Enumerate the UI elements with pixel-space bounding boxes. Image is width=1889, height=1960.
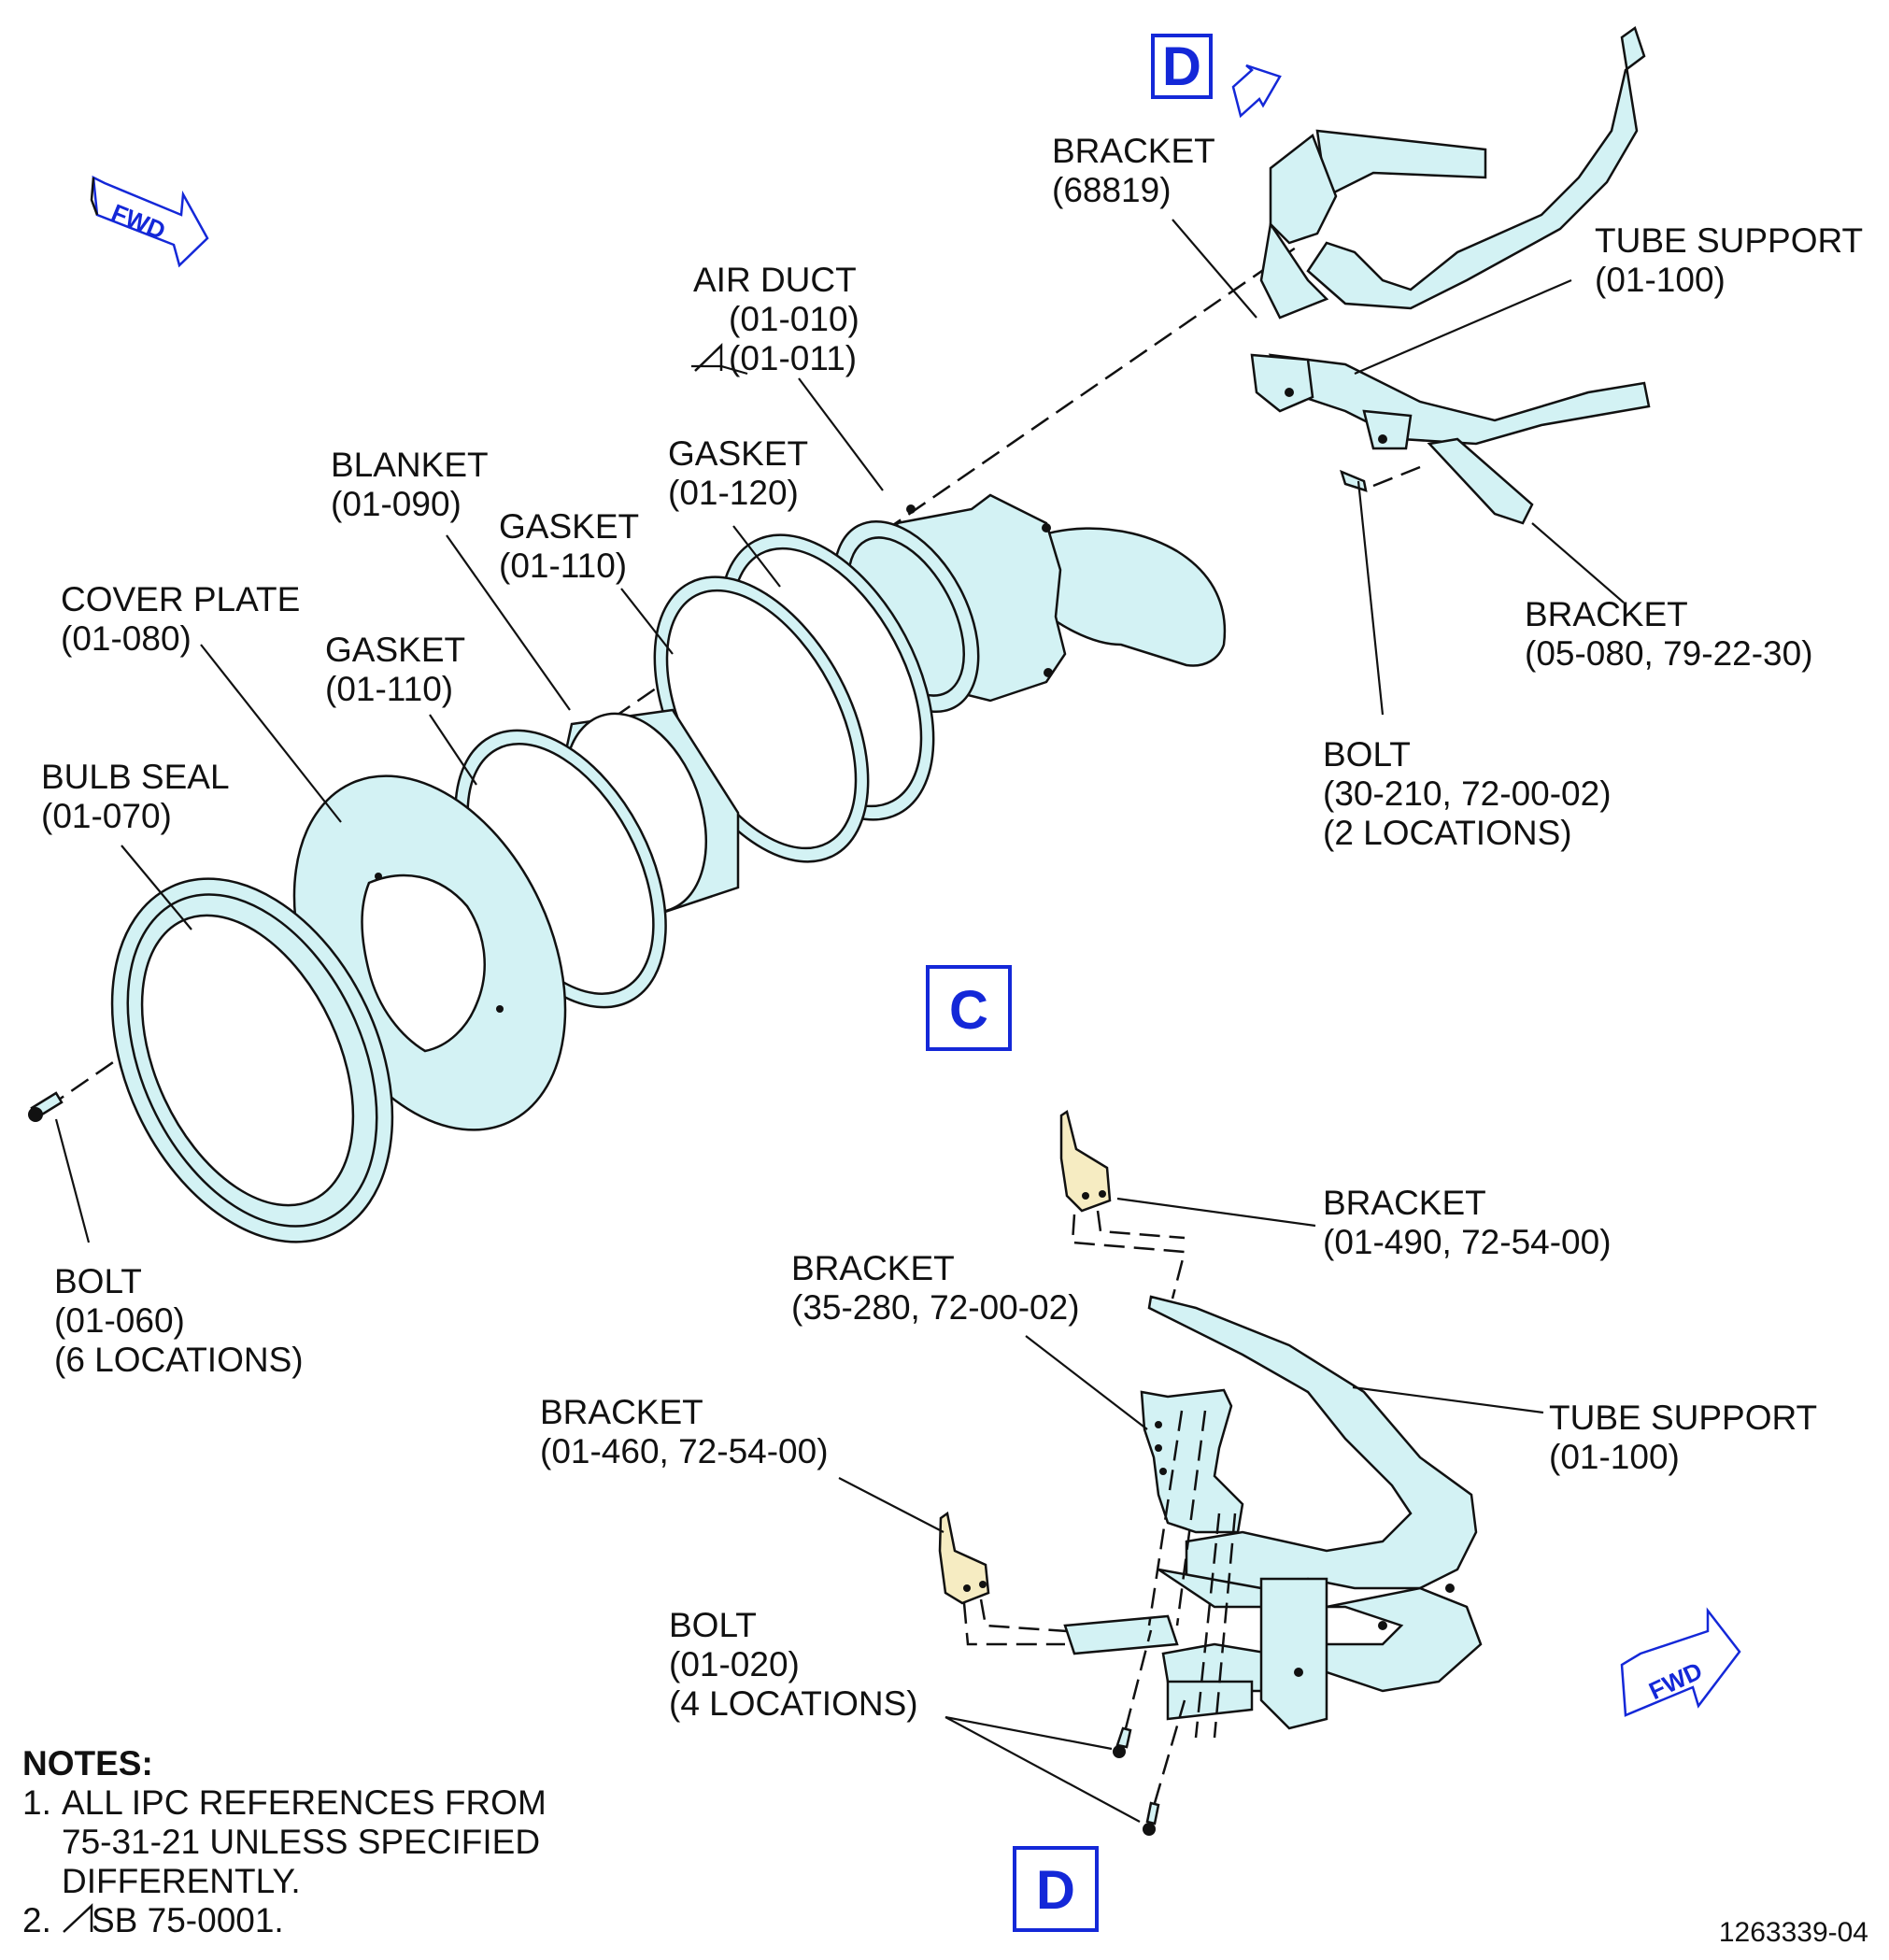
bracket-01-490-part [1059,1109,1186,1300]
callout-tube-support-top: TUBE SUPPORT (01-100) [1595,221,1863,299]
sb-delta-symbol-note [63,1903,93,1933]
sb-delta-symbol [694,343,723,372]
svg-text:NOTES:: NOTES: [22,1744,153,1782]
svg-text:(01-490, 72-54-00): (01-490, 72-54-00) [1323,1223,1612,1261]
callout-cover-plate: COVER PLATE (01-080) [61,580,300,658]
svg-text:(01-080): (01-080) [61,619,192,658]
callout-blanket: BLANKET (01-090) [331,446,489,523]
callout-air-duct: AIR DUCT (01-010) (01-011) [693,261,859,377]
callout-bolt-01-060: BOLT (01-060) (6 LOCATIONS) [54,1262,304,1379]
callout-gasket-01-110-upper: GASKET (01-110) [499,507,639,585]
svg-text:BRACKET: BRACKET [791,1249,955,1287]
view-label-c: C [926,965,1012,1051]
svg-text:(2 LOCATIONS): (2 LOCATIONS) [1323,814,1572,852]
svg-text:COVER PLATE: COVER PLATE [61,580,300,618]
bracket-05-080-part [1427,437,1534,525]
svg-text:(01-110): (01-110) [499,547,627,585]
svg-text:BULB SEAL: BULB SEAL [41,758,230,796]
svg-text:C: C [949,980,988,1041]
callout-gasket-01-110-lower: GASKET (01-110) [325,631,465,708]
svg-text:(01-090): (01-090) [331,485,462,523]
callout-bracket-68819: BRACKET (68819) [1052,132,1215,209]
svg-text:(01-460, 72-54-00): (01-460, 72-54-00) [540,1432,829,1470]
svg-text:(01-010): (01-010) [729,300,859,338]
svg-text:(6 LOCATIONS): (6 LOCATIONS) [54,1341,304,1379]
svg-text:BRACKET: BRACKET [1525,595,1688,633]
svg-text:DIFFERENTLY.: DIFFERENTLY. [62,1862,301,1900]
bolt-01-020-part [1113,1629,1186,1836]
svg-text:(30-210, 72-00-02): (30-210, 72-00-02) [1323,774,1612,813]
bulb-seal-part [110,877,394,1243]
svg-text:BRACKET: BRACKET [540,1393,703,1431]
svg-text:GASKET: GASKET [499,507,639,546]
svg-text:(01-070): (01-070) [41,797,172,835]
svg-text:BLANKET: BLANKET [331,446,489,484]
callout-bracket-35-280: BRACKET (35-280, 72-00-02) [791,1249,1080,1327]
svg-text:AIR DUCT: AIR DUCT [693,261,857,299]
svg-text:(01-100): (01-100) [1595,261,1726,299]
bolt-30-210-part [1340,465,1421,492]
svg-text:TUBE SUPPORT: TUBE SUPPORT [1595,221,1863,260]
fwd-arrow-right: FWD [1620,1607,1741,1717]
callout-bulb-seal: BULB SEAL (01-070) [41,758,230,835]
svg-text:(01-110): (01-110) [325,670,453,708]
callout-tube-support-bottom: TUBE SUPPORT (01-100) [1549,1399,1817,1476]
svg-text:(01-020): (01-020) [669,1645,800,1683]
bracket-01-460-part [938,1511,1068,1646]
svg-text:D: D [1036,1860,1075,1921]
svg-text:BRACKET: BRACKET [1052,132,1215,170]
svg-text:(01-011): (01-011) [729,339,857,377]
svg-text:(05-080, 79-22-30): (05-080, 79-22-30) [1525,634,1813,673]
svg-text:(68819): (68819) [1052,171,1172,209]
svg-text:(01-120): (01-120) [668,474,799,512]
svg-text:BOLT: BOLT [54,1262,142,1300]
svg-text:BOLT: BOLT [1323,735,1411,774]
bolt-01-060-part [28,1091,64,1122]
svg-text:(35-280, 72-00-02): (35-280, 72-00-02) [791,1288,1080,1327]
notes-block: NOTES: 1. ALL IPC REFERENCES FROM 75-31-… [22,1744,547,1939]
tube-support-top-part [1250,25,1651,450]
svg-text:75-31-21 UNLESS SPECIFIED: 75-31-21 UNLESS SPECIFIED [62,1823,540,1861]
callout-bolt-30-210: BOLT (30-210, 72-00-02) (2 LOCATIONS) [1323,735,1612,852]
svg-text:SB 75-0001.: SB 75-0001. [92,1901,284,1939]
bracket-35-280-part [1140,1388,1244,1739]
svg-text:BOLT: BOLT [669,1606,757,1644]
view-label-d-bottom: D [1013,1846,1099,1932]
svg-text:(01-100): (01-100) [1549,1438,1680,1476]
svg-text:(01-060): (01-060) [54,1301,185,1340]
svg-text:ALL IPC REFERENCES FROM: ALL IPC REFERENCES FROM [62,1783,547,1822]
svg-text:2.: 2. [22,1901,51,1939]
svg-text:1.: 1. [22,1783,51,1822]
svg-text:BRACKET: BRACKET [1323,1184,1486,1222]
svg-text:TUBE SUPPORT: TUBE SUPPORT [1549,1399,1817,1437]
svg-text:GASKET: GASKET [325,631,465,669]
svg-text:D: D [1162,36,1201,97]
callout-gasket-01-120: GASKET (01-120) [668,434,808,512]
callout-bracket-01-460: BRACKET (01-460, 72-54-00) [540,1393,829,1470]
callout-bracket-01-490: BRACKET (01-490, 72-54-00) [1323,1184,1612,1261]
view-direction-arrow [1231,64,1282,119]
view-label-d-top: D [1151,34,1213,99]
svg-text:GASKET: GASKET [668,434,808,473]
tube-support-bottom-part [1063,1295,1483,1730]
svg-text:(4 LOCATIONS): (4 LOCATIONS) [669,1684,918,1723]
callout-bracket-05-080: BRACKET (05-080, 79-22-30) [1525,595,1813,673]
fwd-arrow-left: FWD [90,175,209,268]
callout-bolt-01-020: BOLT (01-020) (4 LOCATIONS) [669,1606,918,1723]
drawing-number: 1263339-04 [1719,1917,1868,1948]
